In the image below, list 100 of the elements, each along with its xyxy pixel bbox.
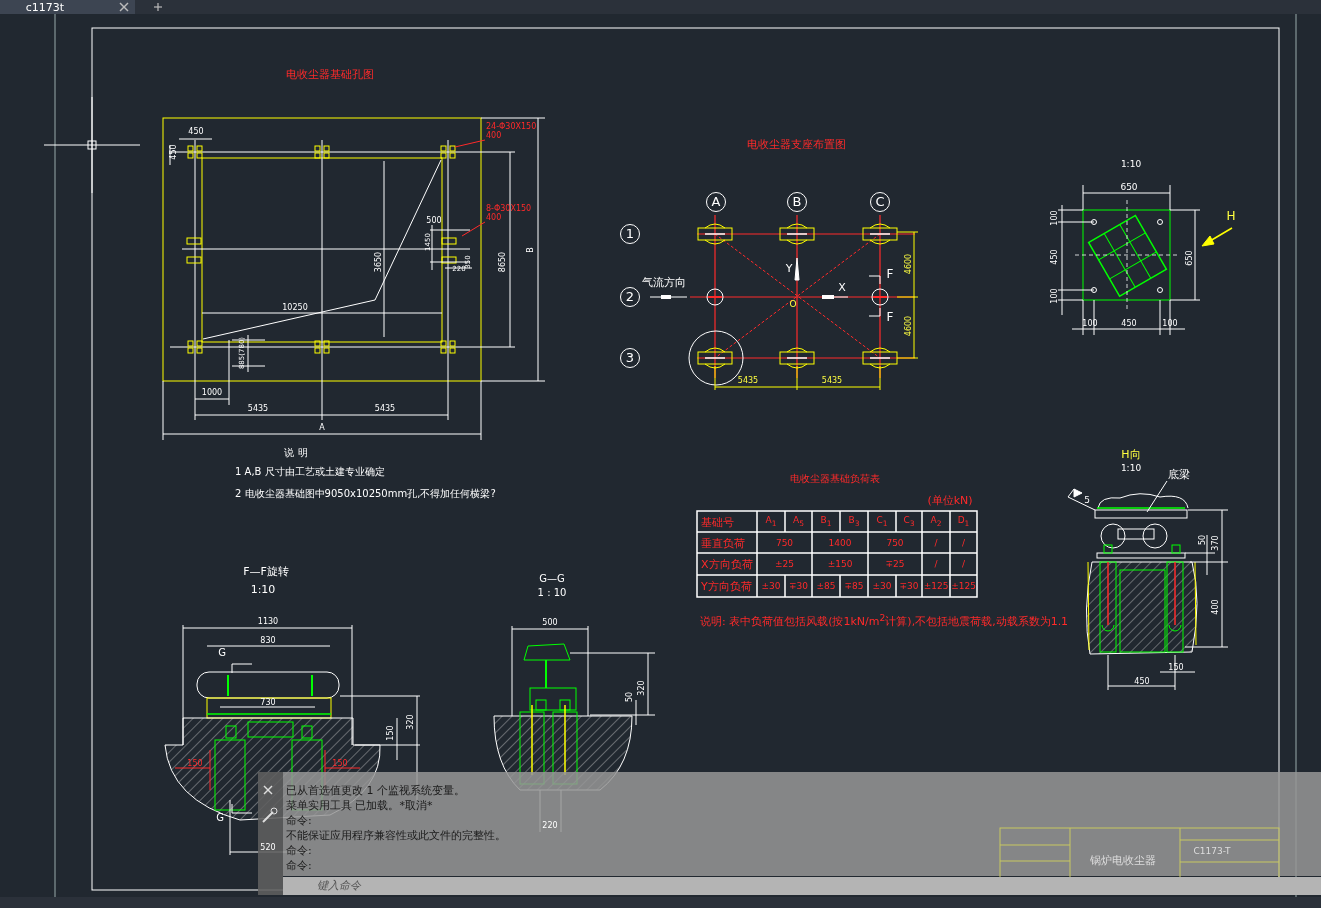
table-cell: B$_{3}$ [848, 515, 860, 528]
note-text: 说明: 表中负荷值包括风载(按1kN/m$^{2}$计算),不包括地震荷载,动载系数为1.1 [700, 612, 1069, 628]
view-title: F—F旋转 [243, 565, 289, 577]
dimension-text: 450 [188, 128, 204, 136]
command-line: 命令: [286, 844, 312, 856]
dimension-text: B [527, 247, 535, 253]
dimension-text: 500 [542, 619, 558, 627]
dimension-text: 100 [1082, 320, 1098, 328]
section-mark: G [218, 648, 226, 658]
dimension-text: 8650 [499, 251, 507, 273]
dimension-text: 50 [626, 691, 634, 703]
table-cell: 1400 [828, 538, 852, 547]
command-line: 命令: [286, 814, 312, 826]
table-cell: ±150 [827, 559, 853, 569]
table-cell: ±25 [775, 559, 794, 569]
table-cell: 基础号 [701, 516, 734, 527]
table-cell: 750 [775, 538, 794, 547]
dimension-text: 100 [1162, 320, 1178, 328]
title-block-text: C1173-T [1193, 846, 1231, 856]
view-title: H向 [1121, 448, 1141, 460]
dimension-text: 150 [387, 725, 395, 741]
table-cell: ±30 [761, 581, 781, 591]
dimension-text: 1000 [201, 389, 223, 397]
dimension-text: 150 [332, 760, 348, 768]
table-title: 电收尘器基础负荷表 [790, 474, 880, 484]
table-cell: Y方向负荷 [701, 580, 752, 592]
view-title: G—G [539, 574, 565, 584]
dimension-text: 5435 [821, 377, 843, 385]
dimension-text: 150 [1168, 664, 1184, 672]
table-cell: ∓85 [844, 581, 864, 591]
note-text: 1 A,B 尺寸由工艺或土建专业确定 [235, 467, 385, 477]
callout-text: 24-Φ30X150 [486, 122, 537, 131]
table-cell: ∓30 [789, 581, 808, 591]
section-mark: G [216, 813, 224, 823]
dimension-text: 650 [1186, 250, 1194, 266]
table-cell: C$_{3}$ [903, 515, 915, 528]
dimension-text: 4600 [905, 253, 913, 275]
table-cell: / [962, 559, 965, 569]
dimension-text: 5435 [374, 405, 396, 413]
table-cell: X方向负荷 [701, 558, 753, 570]
dimension-text: 3650 [375, 251, 383, 273]
dimension-text: 100 [1051, 288, 1059, 304]
dimension-text: 450 [170, 144, 178, 160]
command-line: 不能保证应用程序兼容性或此文件的完整性。 [286, 829, 506, 841]
note-heading: 说 明 [284, 448, 308, 458]
table-cell: / [934, 538, 938, 547]
table-cell: D$_{1}$ [957, 515, 970, 528]
table-cell: ±30 [872, 581, 892, 591]
view-mark: H [1226, 210, 1236, 222]
command-line: 已从首选值更改 1 个监视系统变量。 [286, 784, 465, 796]
command-line: 菜单实用工具 已加载。*取消* [286, 799, 433, 811]
dimension-text: 100 [1051, 210, 1059, 226]
unit-text: (单位kN) [927, 494, 973, 506]
dimension-text: 150 [187, 760, 203, 768]
dimension-text: 50 [1199, 534, 1207, 546]
scale-text: 1:10 [1120, 463, 1142, 473]
dimension-text: 10250 [282, 304, 308, 312]
table-cell: 垂直负荷 [701, 537, 745, 548]
direction-label: 气流方向 [642, 276, 686, 288]
table-cell: ∓30 [899, 581, 919, 591]
dimension-text: 500 [426, 217, 442, 225]
table-cell: / [962, 538, 965, 547]
table-cell: A$_{1}$ [765, 515, 777, 528]
dimension-text: 5435 [247, 405, 269, 413]
dimension-text: 450 [1134, 678, 1150, 686]
note-text: 2 电收尘器基础图中9050x10250mm孔,不得加任何横梁? [235, 489, 496, 499]
callout-text: 400 [486, 213, 503, 222]
table-cell: ±85 [816, 581, 836, 591]
axis-label: Y [785, 262, 793, 274]
dimension-text: 1130 [257, 618, 279, 626]
callout-text: 底梁 [1168, 469, 1190, 481]
drawing-title: 电收尘器支座布置图 [746, 138, 846, 150]
section-mark: F [886, 311, 894, 323]
table-cell: 750 [886, 538, 904, 547]
dimension-text: 450 [1121, 320, 1137, 328]
dimension-text: A [319, 424, 325, 432]
leader-line [461, 221, 486, 237]
table-cell: / [934, 559, 938, 569]
table-cell: ∓25 [885, 559, 905, 569]
callout-text: 8-Φ30X150 [486, 204, 532, 213]
table-cell: B$_{1}$ [820, 515, 832, 528]
dimension-text: 370 [1212, 535, 1220, 551]
dimension-text: 830 [260, 637, 276, 645]
callout-text: 400 [486, 131, 503, 140]
table-cell: ±125 [951, 581, 976, 591]
leader-line [1146, 480, 1168, 513]
dimension-text: 5435 [737, 377, 759, 385]
dimension-text: 450 [1051, 249, 1059, 265]
command-line: 命令: [286, 859, 312, 871]
scale-text: 1:10 [250, 583, 276, 595]
tab-title: c1173t [25, 1, 65, 13]
dimension-text: 520 [260, 844, 276, 852]
dimension-text: 400 [1212, 599, 1220, 615]
leader-line [454, 139, 486, 148]
title-block-text: 锅炉电收尘器 [1090, 854, 1156, 866]
section-mark: F [886, 268, 894, 280]
dimension-text: 650 [1120, 182, 1138, 192]
table-cell: ±125 [923, 581, 949, 591]
dimension-text: 320 [638, 680, 646, 696]
dimension-text: 4600 [905, 315, 913, 337]
